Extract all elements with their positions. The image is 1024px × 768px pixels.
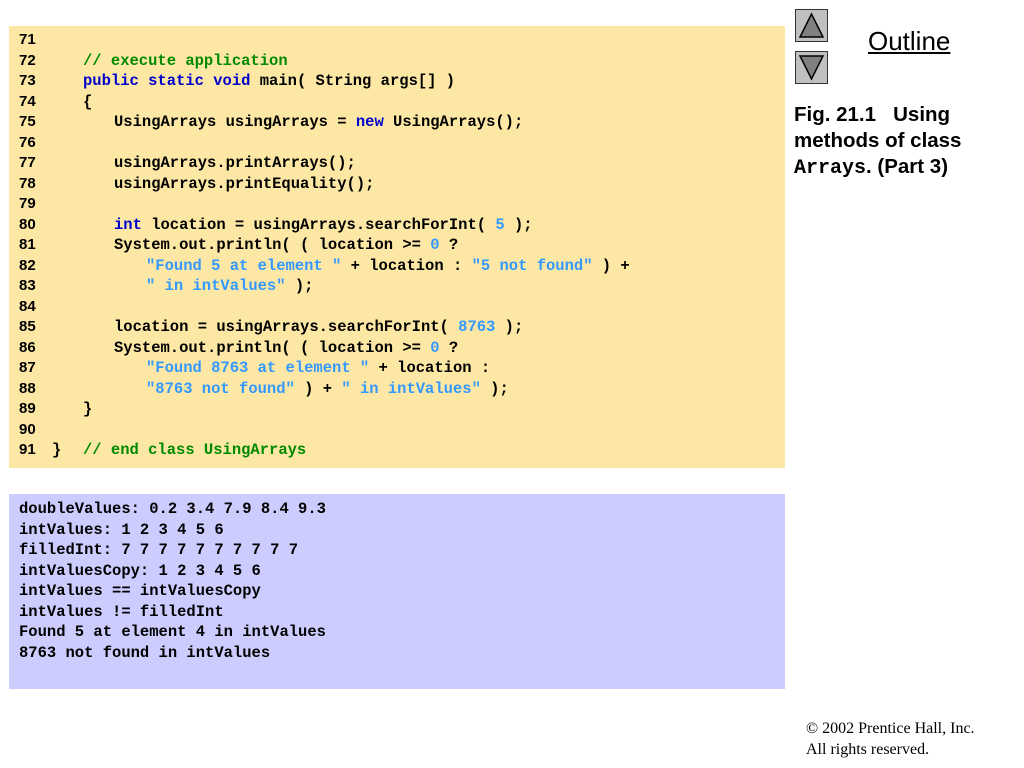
code-string: " in intValues" [341,379,481,398]
line-number: 77 [19,154,36,171]
code-text: ) + [592,256,630,275]
code-text: + location : [369,359,491,377]
line-number: 78 [19,174,36,192]
output-line: intValues != filledInt [19,602,224,621]
output-line: Found 5 at element 4 in intValues [19,623,326,641]
line-number: 81 [19,236,36,253]
code-text: ); [495,318,524,336]
output-line: 8763 not found in intValues [19,643,271,662]
line-number: 71 [19,31,36,48]
code-text: main( String args[] ) [250,72,456,90]
line-number: 80 [19,215,36,233]
code-keyword: new [355,113,384,131]
output-line: intValues: 1 2 3 4 5 6 [19,520,224,539]
code-text: System.out.println( ( location >= [114,338,431,357]
code-text: UsingArrays usingArrays = [114,113,356,131]
code-string: "Found 5 at element " [146,256,342,275]
line-number: 88 [19,379,36,397]
code-text: + location : [341,256,472,275]
program-output-panel: doubleValues: 0.2 3.4 7.9 8.4 9.3 intVal… [9,494,785,689]
code-number: 8763 [458,318,496,336]
code-text: location = usingArrays.searchForInt( [141,215,496,234]
code-text: usingArrays.printArrays(); [114,154,356,172]
outline-link[interactable]: Outline [868,26,951,56]
code-listing-panel: 71 72 // execute application 73 public sta… [9,26,785,468]
copyright-line: All rights reserved. [806,741,930,758]
line-number: 73 [19,72,36,89]
line-number: 86 [19,338,36,356]
code-text: { [83,92,93,111]
output-line: doubleValues: 0.2 3.4 7.9 8.4 9.3 [19,500,326,518]
code-text: ); [504,215,533,234]
code-string: "5 not found" [471,256,593,275]
code-number: 0 [430,236,440,254]
caption-text: Using methods of class [794,103,962,152]
caption-class-name: Arrays [794,157,867,180]
line-number: 74 [19,92,36,110]
code-text: } [52,441,62,459]
line-number: 87 [19,359,36,376]
code-comment: // end class UsingArrays [83,441,307,459]
code-keyword: public static void [83,72,251,90]
previous-slide-button[interactable] [795,9,828,42]
code-keyword: int [114,215,142,234]
code-text: ? [439,338,459,357]
code-text: } [83,400,93,418]
line-number: 72 [19,51,36,69]
copyright-notice: © 2002 Prentice Hall, Inc. All rights re… [806,718,975,760]
line-number: 91 [19,441,36,458]
caption-text: . (Part 3) [866,155,949,178]
code-text: ); [285,277,314,295]
figure-number: Fig. 21.1 [794,103,877,126]
code-number: 5 [495,215,505,234]
line-number: 83 [19,277,36,294]
triangle-up-icon [798,12,825,38]
code-number: 0 [430,338,440,357]
line-number: 82 [19,256,36,274]
line-number: 84 [19,297,36,315]
code-text: System.out.println( ( location >= [114,236,431,254]
code-text: ); [480,379,509,398]
code-string: "Found 8763 at element " [146,359,370,377]
output-line: filledInt: 7 7 7 7 7 7 7 7 7 7 [19,541,299,559]
line-number: 75 [19,113,36,130]
code-text: ? [439,236,459,254]
code-text: UsingArrays(); [383,113,524,131]
line-number: 90 [19,420,36,438]
code-string: "8763 not found" [146,379,295,398]
line-number: 76 [19,133,36,151]
output-line: intValues == intValuesCopy [19,582,261,600]
code-text: location = usingArrays.searchForInt( [114,318,459,336]
line-number: 89 [19,400,36,417]
code-comment: // execute application [83,51,288,70]
code-string: " in intValues" [146,277,286,295]
line-number: 85 [19,318,36,335]
code-text: ) + [294,379,342,398]
copyright-line: © 2002 Prentice Hall, Inc. [806,720,975,737]
triangle-down-icon [798,55,825,81]
line-number: 79 [19,195,36,212]
next-slide-button[interactable] [795,51,828,84]
output-line: intValuesCopy: 1 2 3 4 5 6 [19,561,261,580]
code-text: usingArrays.printEquality(); [114,174,375,193]
figure-caption: Fig. 21.1 Using methods of class Arrays.… [794,102,1014,182]
